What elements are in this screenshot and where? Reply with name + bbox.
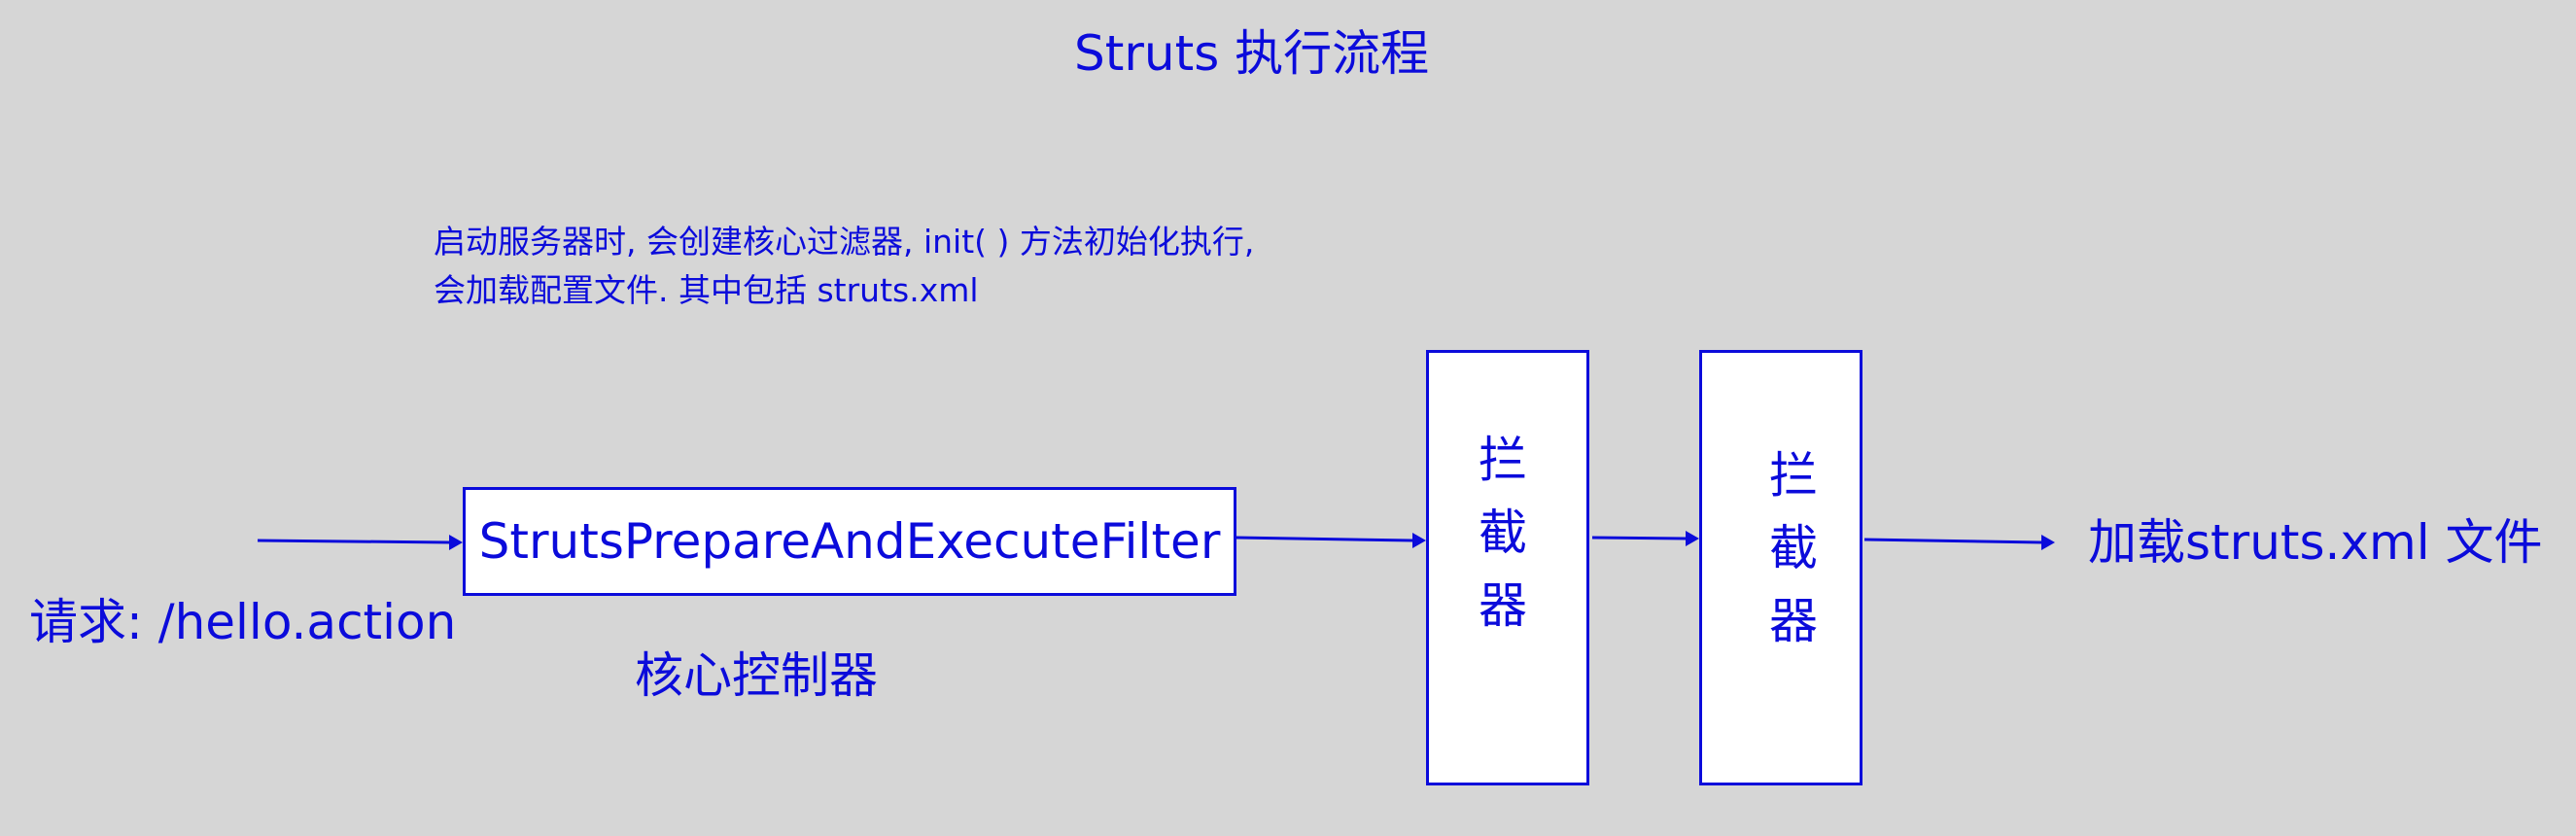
interceptor-box-2: 拦截器: [1699, 350, 1862, 785]
arrow-filter-to-interceptor-1: [1236, 536, 1413, 542]
filter-label: StrutsPrepareAndExecuteFilter: [478, 513, 1221, 570]
interceptor-label-1: 拦截器: [1479, 432, 1527, 634]
load-config-label: 加载struts.xml 文件: [2088, 514, 2543, 571]
arrow-interceptor-1-to-2-head: [1686, 531, 1699, 546]
arrow-interceptor-1-to-2: [1591, 536, 1687, 540]
arrow-interceptor-2-to-load: [1863, 538, 2042, 544]
note-line-2: 会加载配置文件. 其中包括 struts.xml: [434, 271, 979, 309]
arrow-request-to-filter-head: [449, 535, 463, 550]
interceptor-label-2: 拦截器: [1769, 447, 1818, 649]
interceptor-box-1: 拦截器: [1426, 350, 1589, 785]
core-controller-caption: 核心控制器: [635, 647, 878, 704]
filter-box: StrutsPrepareAndExecuteFilter: [463, 487, 1236, 596]
diagram-title: Struts 执行流程: [1074, 25, 1430, 82]
arrow-filter-to-interceptor-1-head: [1412, 533, 1426, 548]
request-label: 请求: /hello.action: [29, 594, 457, 650]
arrow-interceptor-2-to-load-head: [2041, 535, 2055, 550]
note-line-1: 启动服务器时, 会创建核心过滤器, init( ) 方法初始化执行,: [434, 223, 1255, 261]
arrow-request-to-filter: [257, 539, 450, 544]
